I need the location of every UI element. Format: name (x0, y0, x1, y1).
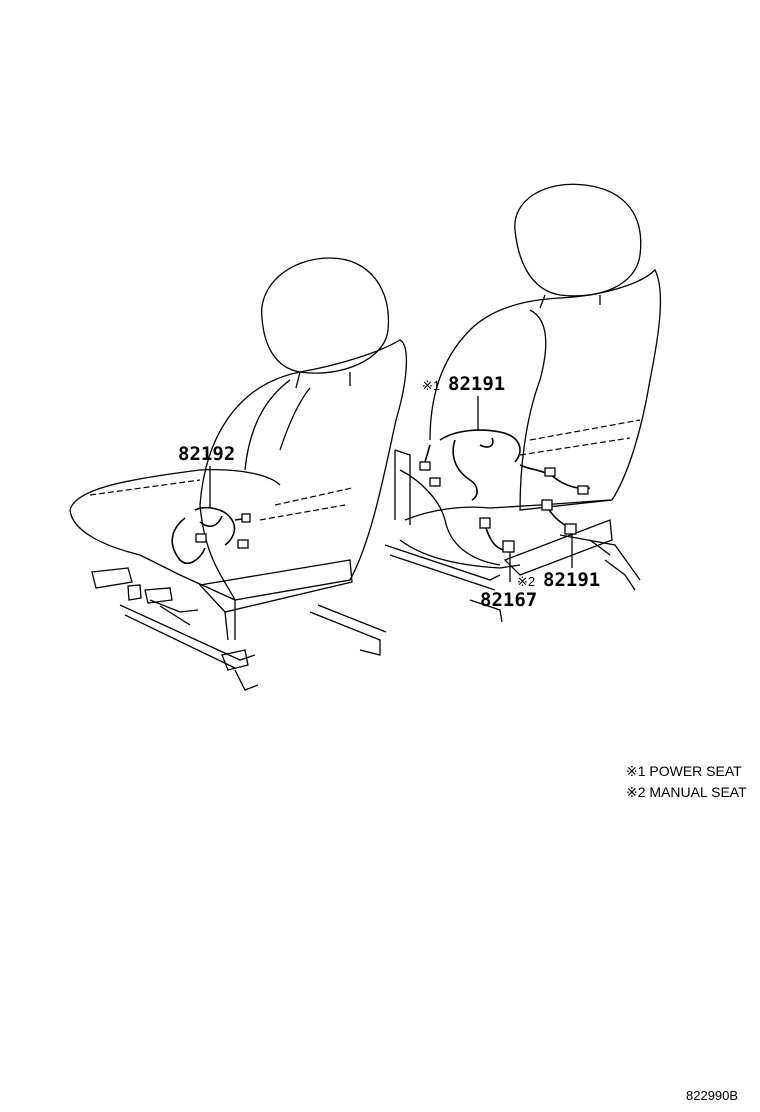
figure-id: 822990B (686, 1088, 738, 1103)
right-seat-drawing (384, 183, 662, 623)
legend-manual-seat: ※2 MANUAL SEAT (626, 784, 747, 800)
callout-82192: 82192 (178, 443, 235, 465)
callout-manual-marker: ※2 (517, 574, 535, 589)
callout-82191-manual: 82191 (543, 569, 600, 591)
left-seat-drawing (69, 257, 408, 691)
callout-82167: 82167 (480, 589, 537, 611)
callout-82191-power: 82191 (448, 373, 505, 395)
legend-power-seat: ※1 POWER SEAT (626, 763, 742, 779)
callout-power-marker: ※1 (422, 378, 440, 393)
legend: ※1 POWER SEAT ※2 MANUAL SEAT (626, 763, 747, 800)
